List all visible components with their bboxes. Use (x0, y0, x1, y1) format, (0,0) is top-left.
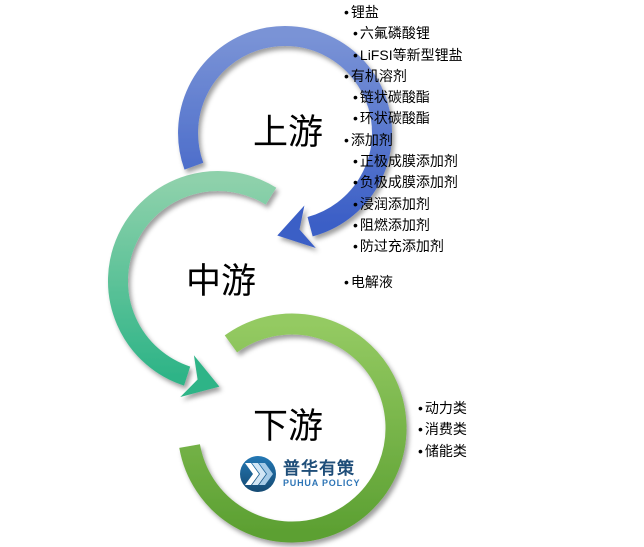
list-item-label: 正极成膜添加剂 (359, 153, 458, 170)
bullet-icon: • (353, 238, 358, 255)
logo-chevrons-icon (240, 456, 276, 492)
list-item: •阻燃添加剂 (344, 215, 463, 236)
list-item: •有机溶剂 (344, 66, 463, 87)
bullet-icon: • (418, 442, 423, 459)
list-item: •动力类 (418, 398, 467, 419)
list-item-label: 链状碳酸酯 (359, 89, 430, 106)
list-item: •正极成膜添加剂 (344, 151, 463, 172)
list-item-label: 防过充添加剂 (359, 238, 444, 255)
list-item-label: 负极成膜添加剂 (359, 174, 458, 191)
list-item: •链状碳酸酯 (344, 87, 463, 108)
bullet-icon: • (353, 89, 358, 106)
list-item: •负极成膜添加剂 (344, 172, 463, 193)
upstream-ring (178, 26, 392, 248)
upstream-arrowhead-icon (277, 205, 316, 248)
bullet-icon: • (344, 67, 349, 84)
bullet-icon: • (353, 174, 358, 191)
puhua-policy-logo: 普华有策 PUHUA POLICY (239, 455, 360, 493)
list-item: •环状碳酸酯 (344, 108, 463, 129)
list-item: •消费类 (418, 419, 467, 440)
stage-label-midstream: 中游 (185, 262, 256, 301)
list-item-label: 储能类 (424, 442, 467, 459)
midstream-arrowhead-icon (180, 355, 220, 397)
bullet-icon: • (418, 421, 423, 438)
stage-label-downstream: 下游 (252, 407, 323, 446)
list-item: •LiFSI等新型锂盐 (344, 45, 463, 66)
list-item: •六氟磷酸锂 (344, 23, 463, 44)
midstream-items-list: •电解液 (344, 272, 393, 293)
bullet-icon: • (344, 4, 349, 20)
list-item-label: 六氟磷酸锂 (359, 25, 430, 42)
bullet-icon: • (353, 110, 358, 127)
list-item: •锂盐 (344, 2, 463, 23)
list-item-label: 动力类 (424, 400, 467, 416)
logo-name-cn: 普华有策 (283, 459, 355, 478)
list-item-label: LiFSI等新型锂盐 (359, 46, 463, 63)
list-item: •储能类 (418, 441, 467, 462)
list-item: •电解液 (344, 272, 393, 293)
list-item-label: 锂盐 (350, 4, 379, 20)
list-item-label: 消费类 (424, 421, 467, 438)
bullet-icon: • (353, 25, 358, 42)
midstream-ring (107, 171, 277, 397)
downstream-items-list: •动力类 •消费类 •储能类 (418, 398, 467, 462)
bullet-icon: • (353, 153, 358, 170)
bullet-icon: • (418, 400, 423, 416)
list-item-label: 环状碳酸酯 (359, 110, 430, 127)
bullet-icon: • (353, 46, 358, 63)
list-item-label: 阻燃添加剂 (359, 216, 430, 233)
stage-label-upstream: 上游 (252, 113, 323, 152)
list-item: •防过充添加剂 (344, 236, 463, 257)
list-item-label: 有机溶剂 (350, 67, 407, 84)
bullet-icon: • (353, 216, 358, 233)
bullet-icon: • (353, 195, 358, 212)
list-item-label: 浸润添加剂 (359, 195, 430, 212)
bullet-icon: • (344, 274, 349, 290)
list-item: •添加剂 (344, 130, 463, 151)
logo-text: 普华有策 PUHUA POLICY (283, 459, 360, 489)
downstream-ring (179, 313, 407, 543)
bullet-icon: • (344, 131, 349, 148)
upstream-items-list: •锂盐 •六氟磷酸锂 •LiFSI等新型锂盐 •有机溶剂 •链状碳酸酯 •环状碳… (344, 2, 463, 258)
list-item-label: 电解液 (350, 274, 393, 290)
list-item: •浸润添加剂 (344, 194, 463, 215)
logo-name-en: PUHUA POLICY (283, 478, 361, 488)
list-item-label: 添加剂 (350, 131, 393, 148)
